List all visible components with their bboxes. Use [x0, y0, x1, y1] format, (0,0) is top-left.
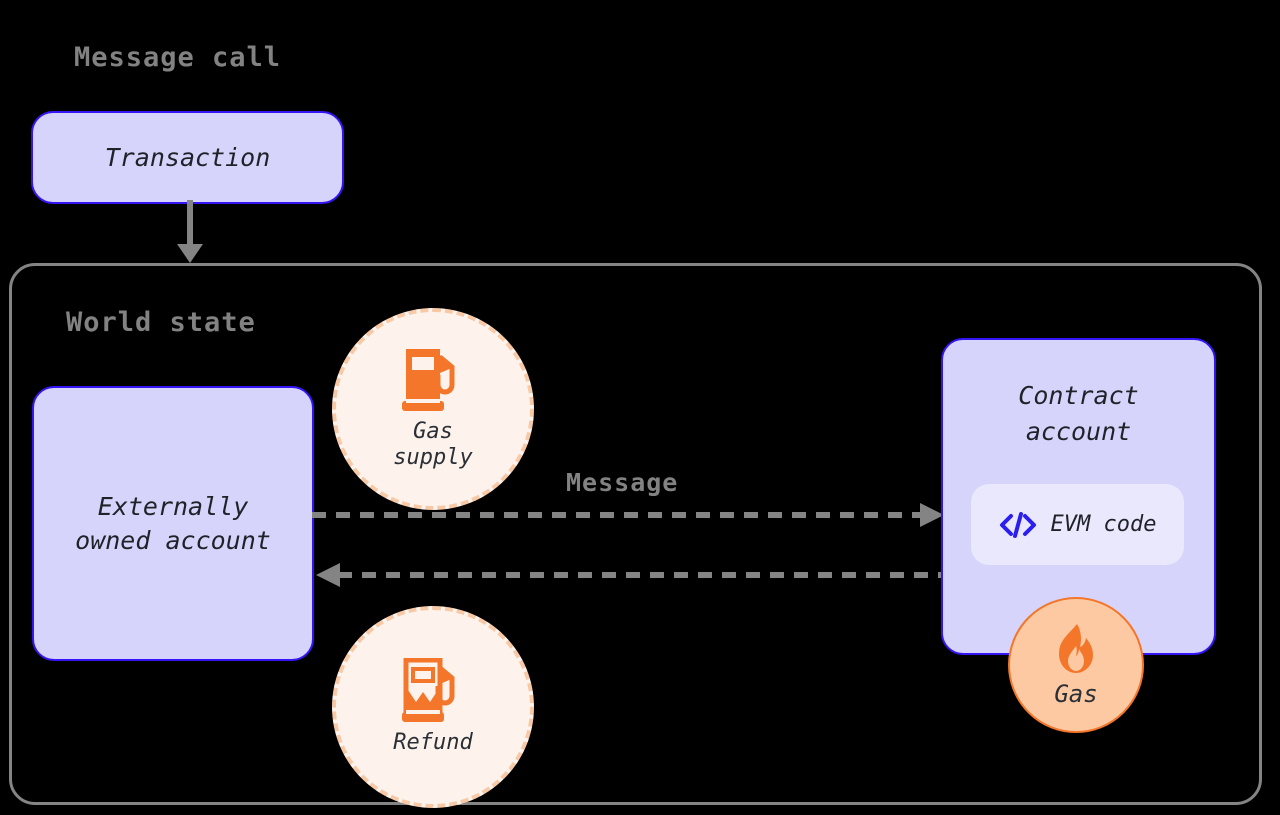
transaction-to-world-state-arrow [177, 200, 203, 263]
gas-badge: Gas [1008, 597, 1144, 733]
refund-label: Refund [393, 729, 473, 755]
contract-account-label: Contract account [1018, 381, 1139, 446]
gas-label: Gas [1054, 679, 1098, 708]
externally-owned-account-node[interactable]: Externally owned account [32, 386, 314, 661]
message-arrow [312, 503, 944, 527]
flame-icon [1059, 623, 1093, 673]
gas-pump-partial-icon [402, 657, 455, 722]
gas-supply-badge: Gas supply [332, 308, 534, 510]
refund-badge: Refund [332, 606, 534, 808]
transaction-label: Transaction [104, 142, 271, 172]
message-call-heading: Message call [74, 42, 282, 73]
refund-return-arrow [316, 563, 952, 587]
externally-owned-account-label: Externally owned account [75, 491, 271, 555]
world-state-container [9, 263, 1262, 805]
evm-code-label: EVM code [1050, 512, 1157, 537]
evm-code-chip[interactable]: EVM code [971, 484, 1184, 565]
gas-pump-full-icon [402, 348, 455, 411]
transaction-node[interactable]: Transaction [31, 111, 344, 204]
gas-supply-label: Gas supply [393, 418, 473, 470]
code-brackets-icon [999, 511, 1036, 538]
world-state-heading: World state [66, 307, 256, 338]
message-connector-label: Message [566, 468, 679, 497]
